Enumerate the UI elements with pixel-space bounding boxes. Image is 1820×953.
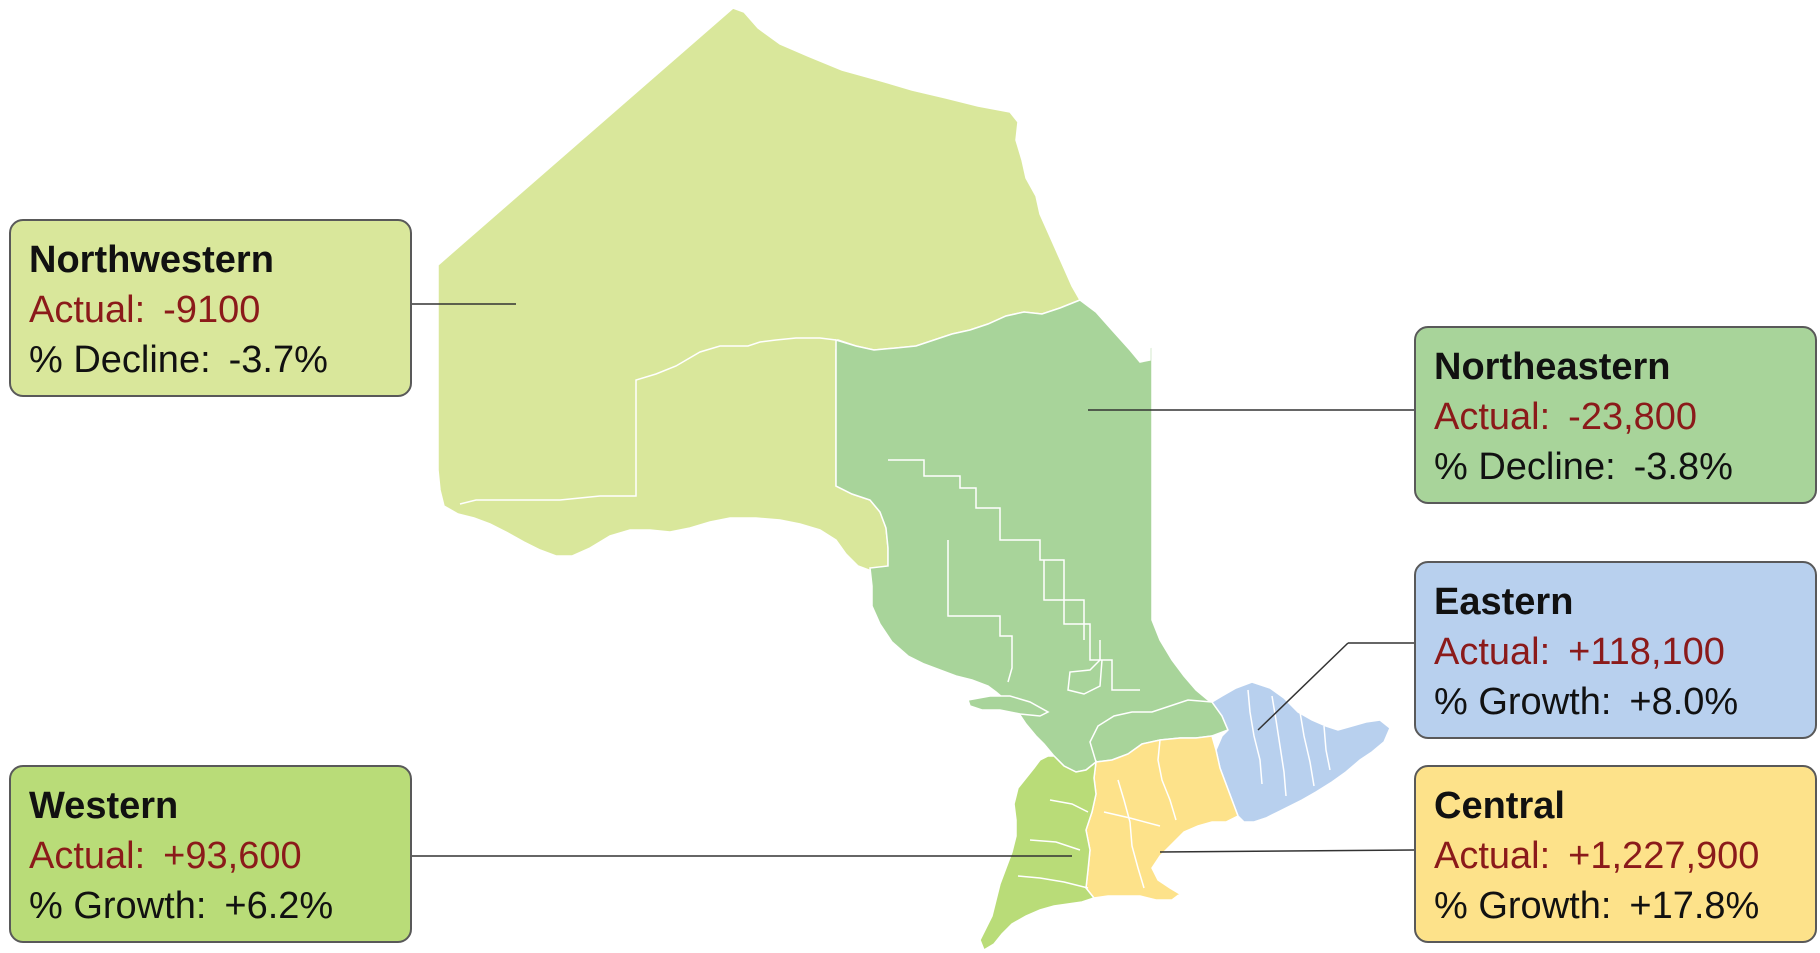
actual-label: Actual:	[1434, 835, 1551, 877]
percent-label: % Decline:	[1434, 446, 1616, 488]
region-label-northeastern: Northeastern Actual: -23,800 % Decline: -3…	[1414, 326, 1817, 504]
region-name: Central	[1434, 785, 1565, 827]
percent-line: % Growth: +17.8%	[1434, 881, 1797, 931]
percent-value: -3.7%	[228, 339, 328, 381]
percent-value: -3.8%	[1633, 446, 1733, 488]
leader-central	[1159, 849, 1415, 853]
region-label-central: Central Actual: +1,227,900 % Growth: +17.8…	[1414, 765, 1817, 943]
region-label-western: Western Actual: +93,600 % Growth: +6.2%	[9, 765, 412, 943]
actual-value: +1,227,900	[1568, 835, 1760, 877]
region-name: Northwestern	[29, 239, 274, 281]
region-eastern	[1210, 681, 1391, 823]
region-label-eastern: Eastern Actual: +118,100 % Growth: +8.0%	[1414, 561, 1817, 739]
actual-label: Actual:	[1434, 631, 1551, 673]
district-boundaries	[459, 337, 1331, 889]
region-western	[979, 755, 1097, 952]
percent-value: +6.2%	[224, 885, 334, 927]
region-northeastern-island	[967, 695, 1050, 717]
actual-value: -9100	[163, 289, 261, 331]
actual-label: Actual:	[29, 289, 146, 331]
percent-label: % Growth:	[29, 885, 207, 927]
actual-value: +118,100	[1568, 631, 1725, 673]
percent-line: % Growth: +6.2%	[29, 881, 392, 931]
actual-label: Actual:	[29, 835, 146, 877]
region-label-northwestern: Northwestern Actual: -9100 % Decline: -3.7…	[9, 219, 412, 397]
actual-line: Actual: +1,227,900	[1434, 831, 1797, 881]
region-name: Northeastern	[1434, 346, 1671, 388]
actual-line: Actual: +93,600	[29, 831, 392, 881]
actual-value: +93,600	[163, 835, 302, 877]
actual-line: Actual: -23,800	[1434, 392, 1797, 442]
percent-line: % Growth: +8.0%	[1434, 677, 1797, 727]
percent-label: % Growth:	[1434, 681, 1612, 723]
region-central	[1085, 735, 1239, 901]
percent-label: % Decline:	[29, 339, 211, 381]
percent-label: % Growth:	[1434, 885, 1612, 927]
percent-value: +17.8%	[1629, 885, 1760, 927]
actual-value: -23,800	[1568, 396, 1698, 438]
leader-lines	[412, 303, 1415, 857]
actual-line: Actual: +118,100	[1434, 627, 1797, 677]
actual-label: Actual:	[1434, 396, 1551, 438]
region-name: Western	[29, 785, 179, 827]
percent-value: +8.0%	[1629, 681, 1739, 723]
leader-eastern-diag	[1257, 642, 1349, 731]
region-name: Eastern	[1434, 581, 1574, 623]
percent-line: % Decline: -3.8%	[1434, 442, 1797, 492]
actual-line: Actual: -9100	[29, 285, 392, 335]
percent-line: % Decline: -3.7%	[29, 335, 392, 385]
region-northeastern	[835, 299, 1229, 773]
